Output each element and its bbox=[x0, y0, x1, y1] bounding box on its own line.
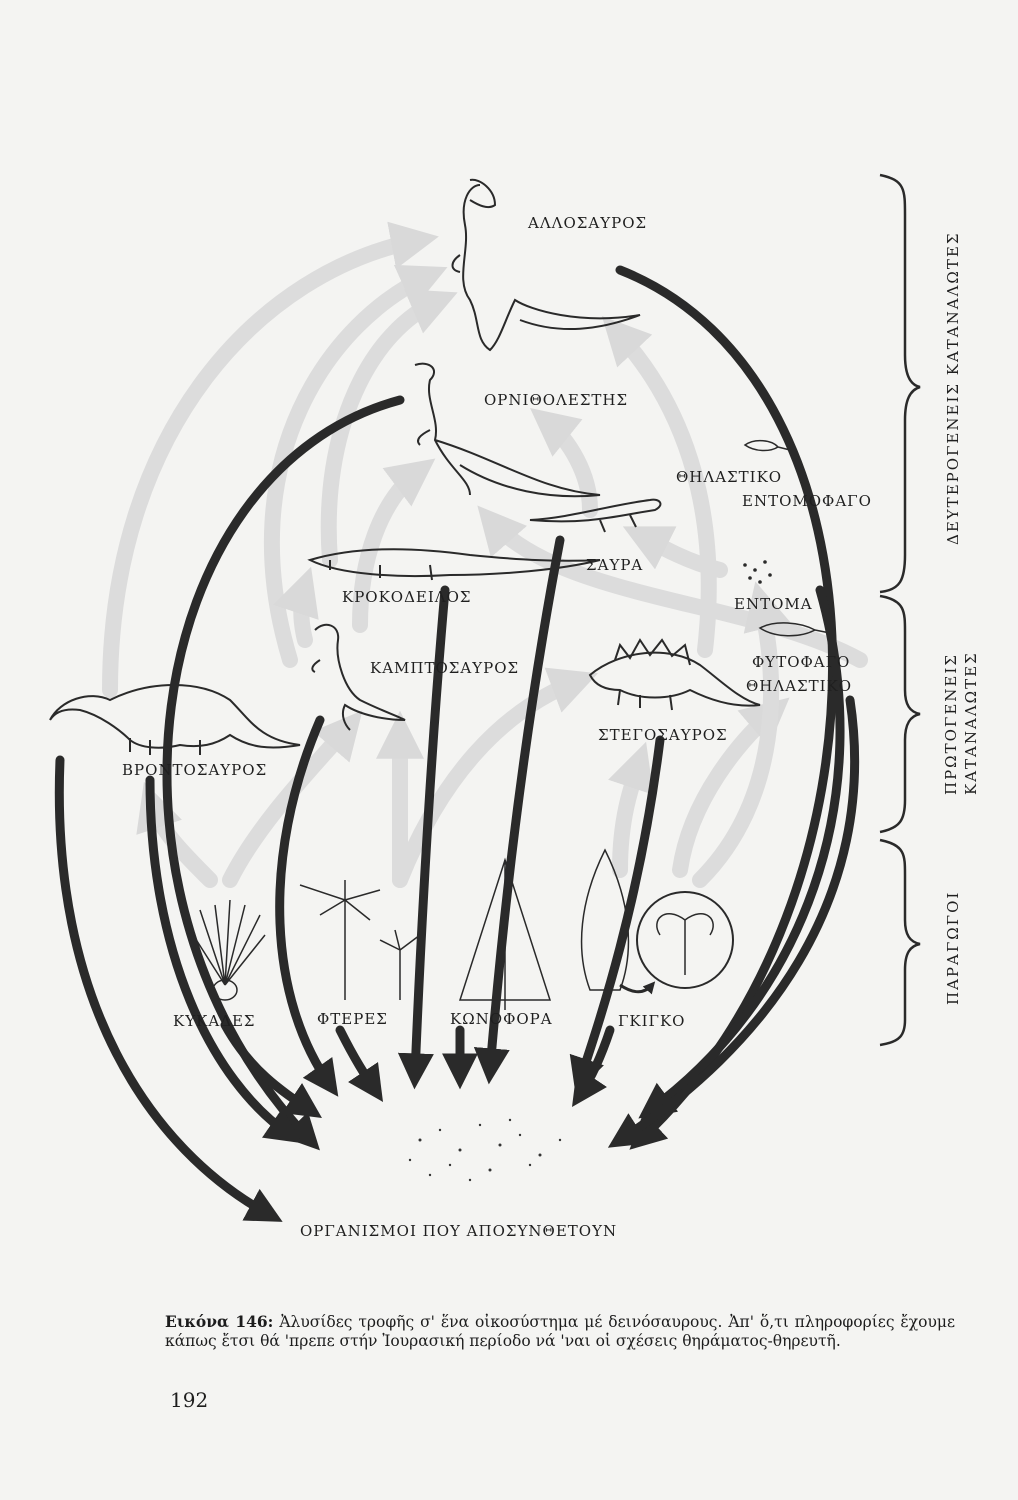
level-primary-consumers-2: ΚΑΤΑΝΑΛΩΤΕΣ bbox=[962, 651, 980, 795]
brace-secondary-consumers bbox=[879, 173, 921, 594]
arrow-ferns-to-stegosaurus bbox=[392, 667, 598, 888]
crocodile-drawing bbox=[307, 548, 601, 581]
caption-lead: Εικόνα 146: bbox=[165, 1312, 274, 1331]
arrow-brontosaurus2-to-decomposers bbox=[145, 775, 302, 1144]
brace-primary-consumers bbox=[879, 594, 921, 834]
level-primary-consumers-1: ΠΡΩΤΟΓΕΝΕΙΣ bbox=[942, 653, 960, 795]
arrow-plants-to-insects bbox=[692, 581, 791, 888]
label-brontosaurus: ΒΡΟΝΤΟΣΑΥΡΟΣ bbox=[122, 761, 267, 779]
ginkgo-tree-drawing bbox=[580, 848, 630, 1010]
arrow-camptosaurus-to-decomposers bbox=[275, 715, 339, 1097]
label-lizard: ΣΑΥΡΑ bbox=[586, 556, 643, 574]
arrow-camptosaurus-to-crocodile bbox=[273, 566, 319, 648]
label-conifers: ΚΩΝΟΦΟΡΑ bbox=[450, 1010, 553, 1028]
arrow-cycads-to-decomposers2 bbox=[220, 1020, 322, 1118]
cycads-drawing bbox=[189, 899, 266, 1001]
arrow-ferns-to-decomposers2 bbox=[335, 1025, 383, 1102]
arrow-crocodile-to-allosaurus bbox=[320, 289, 458, 568]
level-producers: ΠΑΡΑΓΩΓΟΙ bbox=[944, 891, 962, 1005]
stegosaurus-drawing bbox=[588, 638, 761, 711]
label-herbivore-mammal-2: ΘΗΛΑΣΤΙΚΟ bbox=[746, 677, 852, 695]
label-stegosaurus: ΣΤΕΓΟΣΑΥΡΟΣ bbox=[598, 726, 728, 744]
insects-drawing bbox=[743, 560, 772, 584]
arrow-crocodile-to-decomposers bbox=[397, 585, 450, 1090]
arrow-brontosaurus-to-decomposers bbox=[54, 755, 283, 1222]
ferns-drawing bbox=[299, 880, 421, 1000]
label-insects: ΕΝΤΟΜΑ bbox=[734, 595, 813, 613]
label-insectivore-mammal-2: ΕΝΤΟΜΟΦΑΓΟ bbox=[742, 492, 872, 510]
label-ornitholestes: ΟΡΝΙΘΟΛΕΣΤΗΣ bbox=[484, 391, 628, 409]
allosaurus-drawing bbox=[451, 178, 641, 352]
label-crocodile: ΚΡΟΚΟΔΕΙΛΟΣ bbox=[342, 588, 472, 606]
brontosaurus-drawing bbox=[49, 684, 301, 755]
decomposers-soil bbox=[408, 1118, 562, 1182]
arrow-stegosaurus-to-decomposers bbox=[569, 735, 665, 1094]
insectivore-mammal-drawing bbox=[743, 439, 791, 452]
label-cycads: ΚΥΚΑΔΕΣ bbox=[173, 1012, 256, 1030]
conifer-drawing bbox=[458, 857, 552, 1010]
arrow-insects-to-lizard bbox=[622, 526, 728, 578]
label-decomposers: ΟΡΓΑΝΙΣΜΟΙ ΠΟΥ ΑΠΟΣΥΝΘΕΤΟΥΝ bbox=[300, 1222, 617, 1240]
arrow-stegosaurus-to-allosaurus bbox=[601, 315, 717, 658]
arrow-camptosaurus-to-ornitholestes bbox=[352, 458, 436, 633]
decomposition-arrows bbox=[54, 265, 859, 1222]
level-labels: ΔΕΥΤΕΡΟΓΕΝΕΙΣ ΚΑΤΑΝΑΛΩΤΕΣ ΠΡΩΤΟΓΕΝΕΙΣ ΚΑ… bbox=[942, 232, 980, 1005]
arrow-ginkgo-to-decomposers2 bbox=[572, 1025, 615, 1107]
ginkgo-leaf-drawing bbox=[619, 891, 734, 995]
caption-text: Ἀλυσίδες τροφῆς σ' ἕνα οἰκοσύστημα μέ δε… bbox=[165, 1313, 955, 1350]
label-camptosaurus: ΚΑΜΠΤΟΣΑΥΡΟΣ bbox=[370, 659, 519, 677]
label-ginkgo: ΓΚΙΓΚΟ bbox=[618, 1012, 685, 1030]
arrow-lizard-to-ornitholestes bbox=[530, 407, 598, 518]
label-ferns: ΦΤΕΡΕΣ bbox=[317, 1010, 388, 1028]
arrow-ginkgo-to-stegosaurus bbox=[608, 741, 654, 878]
ornitholestes-drawing bbox=[414, 362, 601, 498]
page-number: 192 bbox=[170, 1388, 209, 1412]
label-insectivore-mammal-1: ΘΗΛΑΣΤΙΚΟ bbox=[676, 468, 782, 486]
label-allosaurus: ΑΛΛΟΣΑΥΡΟΣ bbox=[527, 214, 647, 232]
figure-caption: Εικόνα 146: Ἀλυσίδες τροφῆς σ' ἕνα οἰκοσ… bbox=[165, 1312, 955, 1351]
arrow-insects-to-crocodile bbox=[477, 505, 868, 668]
arrow-cycads-to-camptosaurus bbox=[222, 710, 363, 888]
brace-producers bbox=[879, 838, 921, 1047]
arrow-lizard-to-decomposers bbox=[473, 535, 565, 1085]
camptosaurus-drawing bbox=[311, 623, 406, 731]
lizard-drawing bbox=[529, 498, 662, 533]
herbivore-mammal-drawing bbox=[758, 622, 831, 637]
arrow-allosaurus-to-decomposers bbox=[615, 265, 838, 1150]
braces bbox=[879, 173, 921, 1047]
level-secondary-consumers: ΔΕΥΤΕΡΟΓΕΝΕΙΣ ΚΑΤΑΝΑΛΩΤΕΣ bbox=[944, 232, 962, 545]
arrow-mammal-to-decomposers bbox=[638, 585, 845, 1119]
arrow-herbivore-to-decomposers bbox=[607, 695, 859, 1148]
feeding-arrows bbox=[102, 221, 868, 888]
arrow-brontosaurus-to-allosaurus bbox=[102, 221, 439, 698]
label-herbivore-mammal-1: ΦΥΤΟΦΑΓΟ bbox=[752, 653, 850, 671]
